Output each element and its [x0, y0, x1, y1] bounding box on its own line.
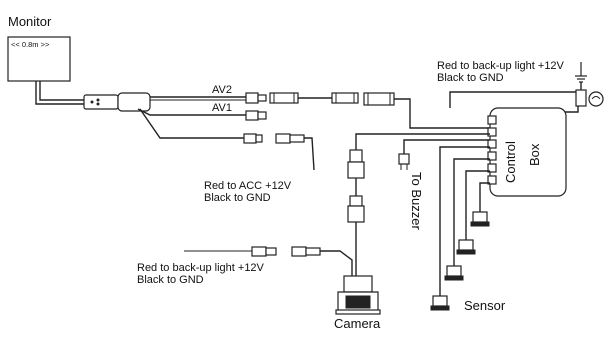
control-box-label-1: Control	[503, 141, 518, 183]
acc-black-label: Black to GND	[204, 192, 271, 204]
monitor-box	[7, 36, 71, 82]
monitor-cable-2	[39, 81, 84, 101]
backup-light-wire	[449, 91, 578, 108]
camera-cable-connector-top	[347, 149, 365, 179]
control-box-ports	[487, 115, 497, 185]
power-connector	[243, 133, 305, 144]
backup-plug	[575, 89, 587, 107]
av2-connector	[245, 92, 299, 104]
monitor-label: Monitor	[8, 14, 52, 29]
sensor-wire-4	[479, 182, 490, 212]
sensor-icon	[444, 265, 464, 281]
camera-cable-connector-bottom	[347, 195, 365, 223]
sensor-wire-1	[439, 146, 490, 296]
backup-bottom-connector	[251, 246, 321, 257]
sensor-wire-2	[453, 158, 490, 266]
backup-bottom-red-label: Red to back-up light +12V	[137, 262, 265, 274]
av1-label: AV1	[212, 102, 232, 114]
av2-label: AV2	[212, 84, 232, 96]
camera-label: Camera	[334, 316, 381, 331]
sensor-label: Sensor	[464, 298, 506, 313]
monitor-cable	[35, 81, 84, 105]
sensor-icon	[456, 239, 476, 255]
backup-top-black-label: Black to GND	[437, 72, 504, 84]
harness-hub	[83, 92, 151, 112]
camera-feed-wire	[355, 133, 490, 150]
buzzer-icon	[398, 153, 410, 170]
power-wire	[139, 108, 244, 139]
camera-icon	[335, 275, 381, 315]
acc-red-label: Red to ACC +12V	[204, 180, 292, 192]
backup-top-red-label: Red to back-up light +12V	[437, 60, 565, 72]
video-to-control-box	[394, 98, 490, 129]
sensor-icon	[430, 295, 450, 311]
ground-icon	[575, 62, 587, 83]
sensor-wire-3	[465, 170, 490, 240]
buzzer-label: To Buzzer	[409, 172, 424, 230]
buzzer-wire	[403, 139, 490, 154]
sensor-icon	[470, 211, 490, 227]
bulb-icon	[588, 91, 604, 107]
monitor-cable-length: << 0.8m >>	[11, 40, 50, 49]
control-box-label-2: Box	[527, 143, 542, 166]
av1-connector	[245, 110, 267, 121]
backup-bottom-black-label: Black to GND	[137, 274, 204, 286]
av2-extension-connector	[331, 92, 395, 106]
